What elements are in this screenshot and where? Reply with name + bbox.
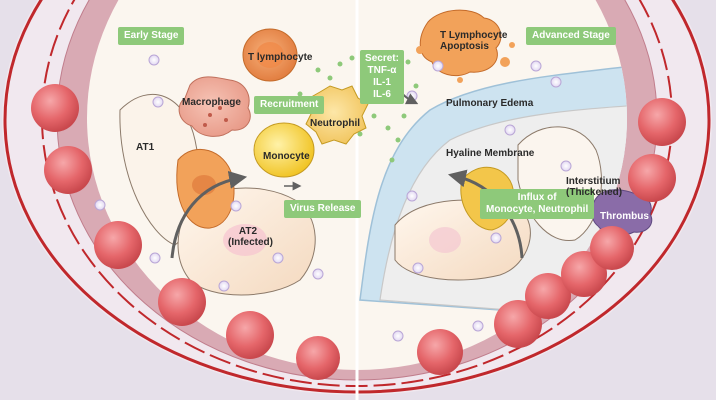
- red-blood-cells: [31, 84, 686, 380]
- thrombus-label: Thrombus: [600, 211, 649, 222]
- macrophage-label: Macrophage: [182, 97, 241, 108]
- virus-particles: [94, 54, 588, 342]
- t-lymphocyte-label: T lymphocyte: [248, 52, 313, 63]
- neutrophil-label: Neutrophil: [310, 118, 360, 129]
- t-apoptosis-line-1: T Lymphocyte: [440, 30, 508, 41]
- hyaline-membrane-label: Hyaline Membrane: [446, 148, 535, 159]
- influx-line-1: Influx of: [517, 192, 557, 203]
- monocyte-cell: [253, 122, 315, 178]
- at2-line-1: AT2: [238, 226, 258, 237]
- secret-line-3: IL-1: [373, 77, 391, 88]
- thrombus-shape: [591, 189, 653, 236]
- early-stage-tag: Early Stage: [118, 27, 185, 45]
- pulmonary-edema-label: Pulmonary Edema: [446, 98, 534, 109]
- at2-label: AT2 (Infected): [228, 226, 273, 248]
- interstitium-label: Interstitium (Thickened): [566, 176, 622, 198]
- secret-tag: Secret: TNF-α IL-1 IL-6: [360, 50, 404, 104]
- secret-line-1: Secret:: [365, 53, 399, 64]
- apoptotic-t-cell: [419, 9, 502, 77]
- monocyte-label: Monocyte: [263, 151, 310, 162]
- recruitment-curve-arrow: [170, 171, 248, 259]
- at1-label: AT1: [136, 142, 155, 153]
- virus-release-tag: Virus Release: [284, 200, 362, 218]
- interstitium-line-2: (Thickened): [566, 187, 623, 198]
- at2-nucleus: [223, 224, 267, 256]
- macrophage-cell: [178, 76, 251, 137]
- secret-line-4: IL-6: [373, 89, 391, 100]
- influx-tag: Influx of Monocyte, Neutrophil: [480, 189, 595, 219]
- t-apoptosis-line-2: Apoptosis: [440, 41, 489, 52]
- t-apoptosis-label: T Lymphocyte Apoptosis: [440, 30, 507, 52]
- influx-line-2: Monocyte, Neutrophil: [486, 204, 589, 215]
- secret-line-2: TNF-α: [367, 65, 397, 76]
- interstitium-line-1: Interstitium: [566, 176, 621, 187]
- recruitment-tag: Recruitment: [254, 96, 325, 114]
- advanced-stage-tag: Advanced Stage: [526, 27, 616, 45]
- at2-line-2: (Infected): [228, 237, 273, 248]
- cytokine-dots: [283, 55, 419, 163]
